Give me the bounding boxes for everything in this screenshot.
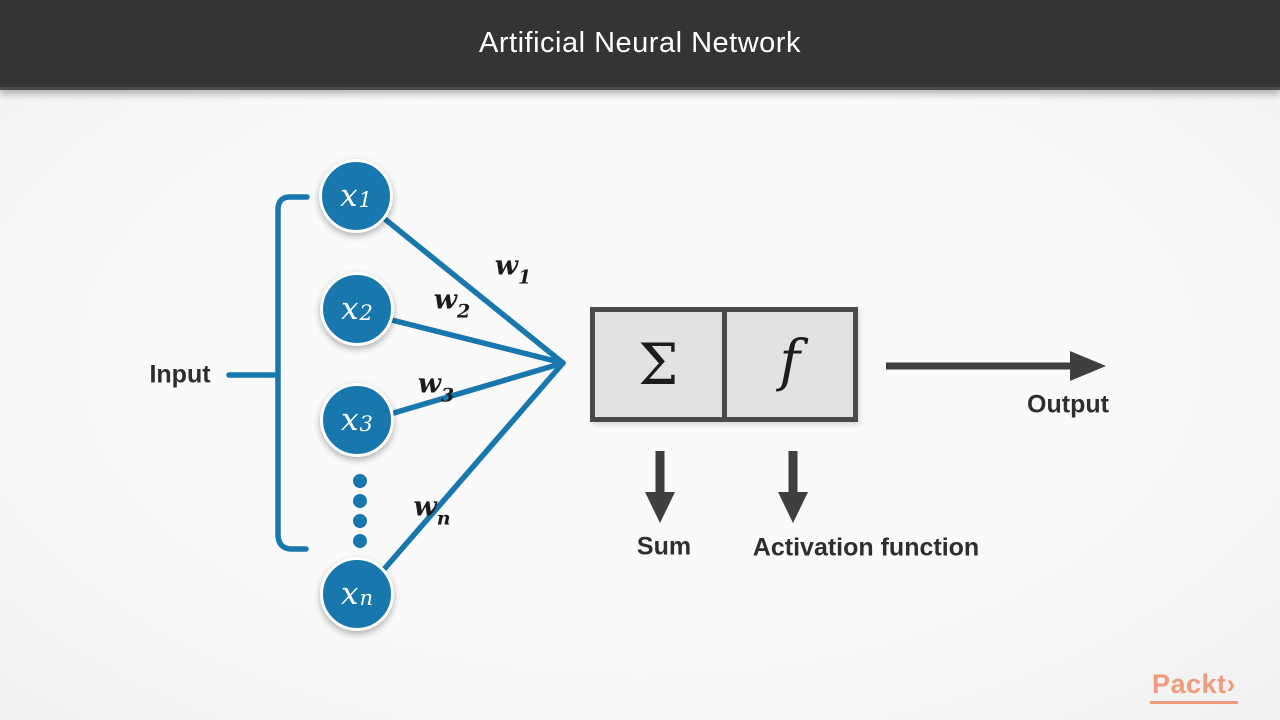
weight-label-w1: w1 — [494, 250, 532, 289]
slide-title: Artificial Neural Network — [479, 27, 801, 59]
ellipsis-dots — [353, 474, 367, 548]
activation-label: Activation function — [752, 533, 980, 562]
weight-line-1 — [357, 196, 566, 366]
node-xn-base: x — [340, 576, 359, 612]
weight-line-3 — [357, 360, 566, 426]
node-x3-base: x — [341, 402, 359, 438]
neuron-body-box: Σ f — [590, 307, 858, 422]
sigma-symbol: Σ — [638, 331, 679, 398]
node-x3-sub: 3 — [359, 412, 373, 436]
activation-arrow — [778, 451, 808, 523]
output-arrow — [886, 351, 1106, 381]
sum-box: Σ — [595, 312, 727, 417]
output-label: Output — [1027, 390, 1109, 419]
input-label: Input — [149, 360, 211, 389]
weight-label-wn: wn — [413, 491, 451, 530]
weight-line-n — [357, 360, 566, 600]
activation-box: f — [727, 312, 854, 417]
node-xn-sub: n — [359, 586, 373, 610]
weight-line-2 — [357, 309, 566, 366]
node-x1-sub: 1 — [358, 188, 372, 212]
sum-label: Sum — [636, 532, 692, 561]
node-x2-base: x — [341, 291, 359, 327]
weight-label-w3: w3 — [417, 368, 455, 407]
weight-label-w2: w2 — [433, 284, 471, 323]
function-symbol: f — [779, 329, 801, 394]
sum-arrow — [645, 451, 675, 523]
input-bracket — [275, 194, 310, 552]
packt-logo: Packt› — [1150, 669, 1239, 705]
node-x2-sub: 2 — [359, 301, 373, 325]
node-x1-base: x — [340, 178, 358, 214]
title-bar: Artificial Neural Network — [0, 0, 1280, 90]
